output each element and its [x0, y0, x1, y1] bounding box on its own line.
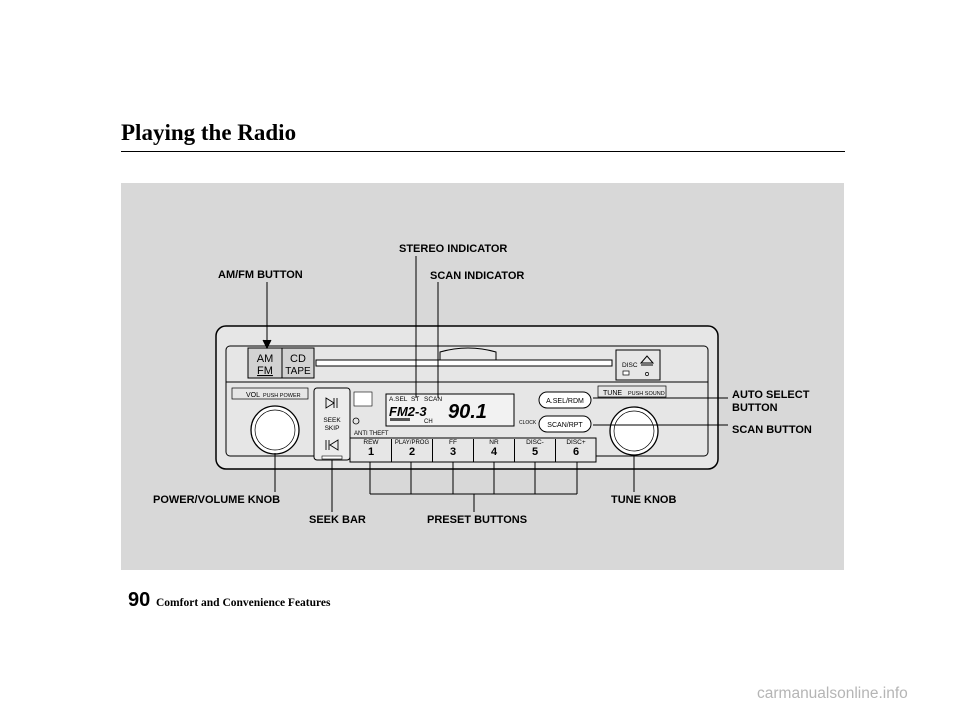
seek-label: SEEK [323, 417, 341, 424]
callout-auto-select-line1: AUTO SELECT [732, 389, 810, 401]
asel-indicator: A.SEL [389, 396, 408, 403]
stereo-indicator: ST [411, 396, 419, 403]
tape-label: TAPE [285, 366, 311, 377]
tune-label: TUNE [603, 390, 622, 397]
disc-indicator [622, 370, 630, 376]
preset-1-label: REW [363, 439, 379, 446]
ch-indicator: CH [424, 419, 433, 425]
preset-5-label: DISC- [526, 439, 544, 446]
callout-power-volume-knob: POWER/VOLUME KNOB [153, 494, 281, 506]
auto-select-button-label: A.SEL/RDM [546, 398, 584, 405]
callout-lines [262, 256, 728, 512]
scan-button-label: SCAN/RPT [547, 422, 583, 429]
preset-4-label: NR [489, 439, 499, 446]
callout-seek-bar: SEEK BAR [309, 514, 366, 526]
watermark: carmanualsonline.info [757, 685, 908, 702]
push-sound-label: PUSH SOUND [628, 391, 665, 397]
disc-label: DISC [622, 362, 638, 369]
callout-am-fm-button: AM/FM BUTTON [218, 269, 303, 281]
preset-button-2[interactable]: PLAY/PROG 2 [392, 439, 433, 462]
callout-scan-button: SCAN BUTTON [732, 424, 812, 436]
preset-button-4[interactable]: NR 4 [474, 439, 515, 462]
callout-preset-buttons: PRESET BUTTONS [427, 514, 528, 526]
preset-6-number: 6 [572, 446, 580, 458]
power-volume-knob[interactable] [250, 405, 300, 455]
eject-icon[interactable] [639, 355, 655, 366]
skip-label: SKIP [325, 425, 340, 432]
preset-5-number: 5 [531, 446, 539, 458]
preset-button-3[interactable]: FF 3 [433, 439, 474, 462]
fm-label: FM [257, 365, 273, 377]
preset-6-label: DISC+ [566, 439, 586, 446]
preset-button-6[interactable]: DISC+ 6 [556, 439, 596, 462]
title-rule [121, 151, 845, 152]
callout-scan-indicator: SCAN INDICATOR [430, 270, 525, 282]
callout-tune-knob: TUNE KNOB [611, 494, 677, 506]
anti-theft-indicator [352, 417, 360, 425]
preset-4-number: 4 [490, 446, 498, 458]
push-power-label: PUSH POWER [263, 393, 301, 399]
skip-back-icon [325, 439, 339, 451]
callout-stereo-indicator: STEREO INDICATOR [399, 243, 508, 255]
preset-3-number: 3 [449, 446, 457, 458]
skip-forward-icon [325, 397, 338, 409]
seek-bar[interactable] [313, 387, 351, 461]
clock-label: CLOCK [519, 420, 537, 426]
preset-2-label: PLAY/PROG [394, 440, 430, 446]
frequency-readout: 90.1 [448, 401, 487, 423]
page-number: 90 [128, 589, 151, 611]
page-title: Playing the Radio [121, 120, 297, 145]
scan-button[interactable] [538, 415, 592, 433]
scan-indicator: SCAN [424, 396, 442, 403]
preset-3-label: FF [449, 439, 457, 446]
tune-knob[interactable] [609, 406, 659, 456]
callout-auto-select-line2: BUTTON [732, 402, 778, 414]
auto-select-button[interactable] [538, 391, 592, 409]
preset-button-5[interactable]: DISC- 5 [515, 439, 556, 462]
am-fm-button[interactable] [247, 347, 283, 379]
cd-tape-button[interactable] [281, 347, 315, 379]
anti-theft-label: ANTI THEFT [354, 431, 389, 437]
signal-bars [390, 418, 410, 421]
preset-1-number: 1 [367, 446, 375, 458]
section-name: Comfort and Convenience Features [156, 597, 331, 609]
cd-label: CD [290, 353, 306, 365]
preset-buttons: REW 1 PLAY/PROG 2 FF 3 NR 4 DISC- 5 DISC… [351, 439, 596, 462]
am-label: AM [257, 353, 274, 365]
band-readout: FM2-3 [389, 404, 427, 419]
preset-button-1[interactable]: REW 1 [351, 439, 392, 462]
preset-2-number: 2 [408, 446, 416, 458]
compact-disc-logo [353, 391, 373, 407]
cd-slot [315, 359, 613, 367]
vol-label: VOL [246, 392, 260, 399]
